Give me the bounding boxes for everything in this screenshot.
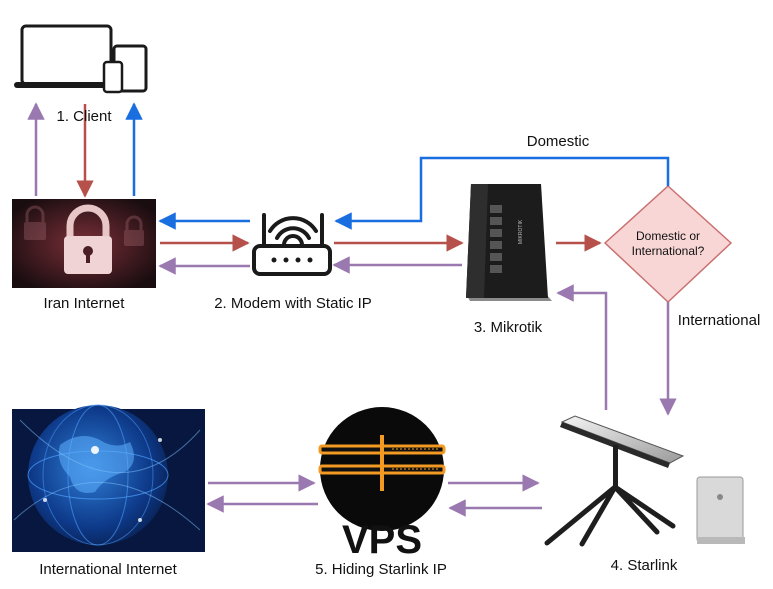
wifi-router-icon [252, 213, 332, 276]
starlink-label: 4. Starlink [610, 557, 678, 574]
international-edge-label: International [677, 312, 761, 329]
client-label: 1. Client [56, 108, 112, 125]
decision-label: Domestic or International? [613, 229, 723, 259]
decision-line-1: Domestic or [635, 229, 700, 243]
arrow-domestic-path-blue [334, 156, 670, 230]
mikrotik-label: 3. Mikrotik [473, 319, 543, 336]
arrow-starlink-to-mikrotik-purple [556, 284, 608, 410]
vps-node-label: 5. Hiding Starlink IP [315, 561, 447, 578]
starlink-dish-icon [544, 415, 745, 547]
vps-server-icon [318, 407, 446, 531]
globe-icon [12, 404, 205, 552]
international-internet-label: International Internet [39, 561, 177, 578]
modem-label: 2. Modem with Static IP [214, 295, 372, 312]
padlock-icon [12, 199, 156, 288]
decision-line-2: International? [631, 244, 705, 258]
mikrotik-router-icon: MIKROTIK [466, 184, 552, 301]
iran-internet-label: Iran Internet [43, 295, 125, 312]
svg-text:MIKROTIK: MIKROTIK [518, 219, 524, 244]
vps-logo-text: VPS [342, 518, 422, 562]
domestic-edge-label: Domestic [526, 133, 590, 150]
laptop-phone-tablet-icon [14, 24, 148, 94]
